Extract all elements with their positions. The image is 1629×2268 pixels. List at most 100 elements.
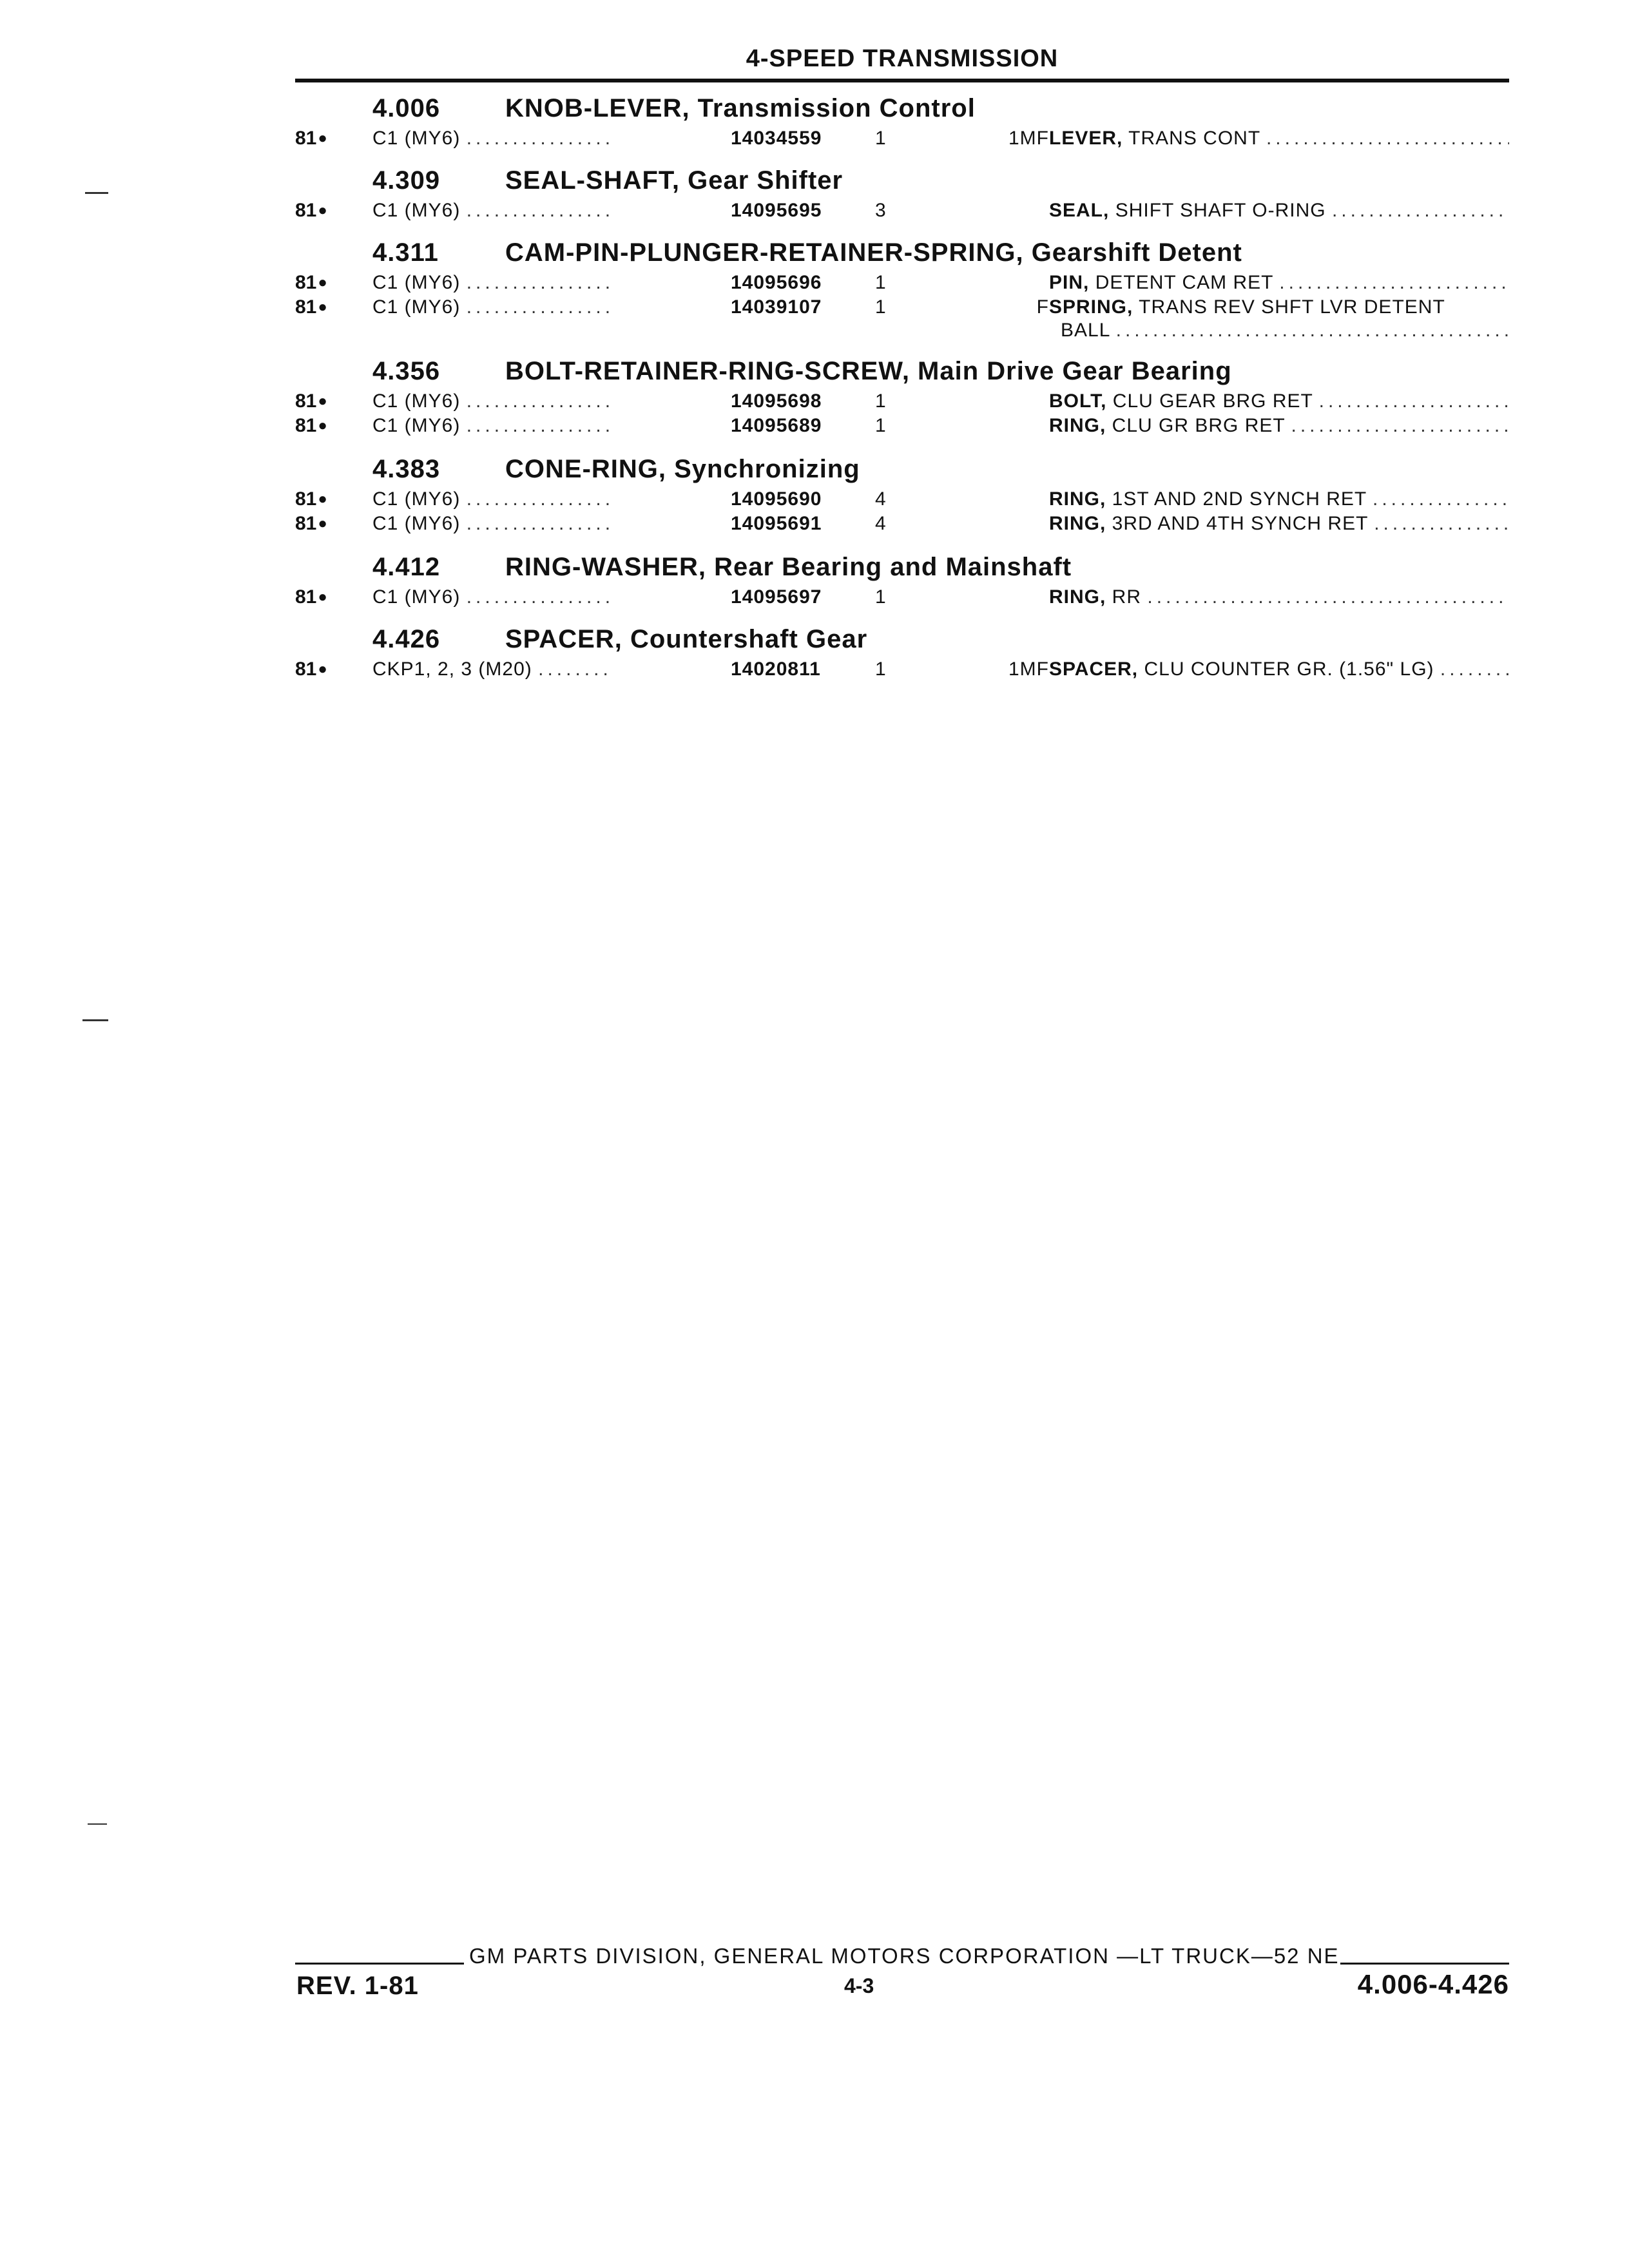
part-description: RING, 3RD AND 4TH SYNCH RET ............… (1049, 513, 1509, 534)
part-row: 81● CKP1, 2, 3 (M20) ...................… (295, 657, 1509, 682)
section-heading: 4.412 RING-WASHER, Rear Bearing and Main… (295, 548, 1509, 585)
page-title: 4-SPEED TRANSMISSION (746, 45, 1059, 72)
section-number: 4.426 (372, 625, 441, 653)
section-heading: 4.426 SPACER, Countershaft Gear (295, 620, 1509, 657)
part-description-continued: BALL ...................................… (1061, 320, 1509, 341)
page-number: 4-3 (844, 1974, 874, 1997)
part-description: PIN, DETENT CAM RET ....................… (1049, 272, 1509, 293)
quantity: 1 (875, 272, 887, 293)
model-applicability: C1 (MY6) ...............................… (372, 390, 612, 412)
part-description: LEVER, TRANS CONT ......................… (1049, 128, 1509, 149)
section-number: 4.309 (372, 166, 441, 195)
model-applicability: C1 (MY6) ...............................… (372, 586, 612, 608)
model-applicability: CKP1, 2, 3 (M20) .......................… (372, 658, 612, 680)
service-code: 1MF (1008, 658, 1049, 680)
part-row: 81● C1 (MY6) ...........................… (295, 585, 1509, 610)
part-description: BOLT, CLU GEAR BRG RET .................… (1049, 390, 1509, 412)
part-number: 14039107 (731, 296, 822, 318)
quantity: 1 (875, 390, 887, 412)
model-applicability: C1 (MY6) ...............................… (372, 272, 612, 293)
part-number: 14095698 (731, 390, 822, 412)
part-row: 81● C1 (MY6) ...........................… (295, 389, 1509, 414)
quantity: 3 (875, 200, 887, 221)
model-applicability: C1 (MY6) ...............................… (372, 488, 612, 510)
margin-mark (85, 192, 108, 194)
model-applicability: C1 (MY6) ...............................… (372, 296, 612, 318)
part-row: 81● C1 (MY6) ...........................… (295, 198, 1509, 223)
section-title: KNOB-LEVER, Transmission Control (505, 94, 976, 122)
quantity: 1 (875, 586, 887, 608)
model-year: 81● (295, 296, 327, 318)
section-title: CONE-RING, Synchronizing (505, 455, 860, 483)
model-year: 81● (295, 200, 327, 221)
section-heading: 4.309 SEAL-SHAFT, Gear Shifter (295, 161, 1509, 198)
part-row: 81● C1 (MY6) ...........................… (295, 512, 1509, 536)
catalog-section: 4.412 RING-WASHER, Rear Bearing and Main… (295, 548, 1509, 610)
model-applicability: C1 (MY6) ...............................… (372, 128, 612, 149)
catalog-section: 4.356 BOLT-RETAINER-RING-SCREW, Main Dri… (295, 352, 1509, 438)
part-row: 81● C1 (MY6) ...........................… (295, 487, 1509, 512)
part-description: SEAL, SHIFT SHAFT O-RING ...............… (1049, 200, 1509, 221)
part-description: SPACER, CLU COUNTER GR. (1.56" LG) .....… (1049, 658, 1509, 680)
model-applicability: C1 (MY6) ...............................… (372, 415, 612, 436)
part-number: 14095691 (731, 513, 822, 534)
revision-label: REV. 1-81 (296, 1972, 419, 2000)
quantity: 1 (875, 296, 887, 318)
catalog-section: 4.426 SPACER, Countershaft Gear 81● CKP1… (295, 620, 1509, 682)
section-heading: 4.356 BOLT-RETAINER-RING-SCREW, Main Dri… (295, 352, 1509, 389)
quantity: 4 (875, 513, 887, 534)
publisher-line: GM PARTS DIVISION, GENERAL MOTORS CORPOR… (469, 1944, 1340, 1968)
part-number: 14095690 (731, 488, 822, 510)
part-number: 14034559 (731, 128, 822, 149)
section-number: 4.006 (372, 94, 441, 122)
quantity: 1 (875, 658, 887, 680)
section-title: CAM-PIN-PLUNGER-RETAINER-SPRING, Gearshi… (505, 238, 1242, 267)
section-title: RING-WASHER, Rear Bearing and Mainshaft (505, 553, 1072, 581)
part-number: 14095697 (731, 586, 822, 608)
section-number: 4.383 (372, 455, 441, 483)
part-row: 81● C1 (MY6) ...........................… (295, 295, 1509, 343)
catalog-section: 4.006 KNOB-LEVER, Transmission Control 8… (295, 89, 1509, 151)
part-description: RING, RR ...............................… (1049, 586, 1509, 608)
part-description: SPRING, TRANS REV SHFT LVR DETENT (1049, 296, 1445, 318)
catalog-section: 4.383 CONE-RING, Synchronizing 81● C1 (M… (295, 450, 1509, 536)
section-number: 4.412 (372, 553, 441, 581)
section-heading: 4.383 CONE-RING, Synchronizing (295, 450, 1509, 487)
model-applicability: C1 (MY6) ...............................… (372, 200, 612, 221)
footer-rule-right (1340, 1963, 1509, 1965)
part-number: 14095695 (731, 200, 822, 221)
section-number: 4.356 (372, 357, 441, 385)
page-header: 4-SPEED TRANSMISSION (295, 40, 1509, 82)
model-year: 81● (295, 415, 327, 436)
model-year: 81● (295, 272, 327, 293)
section-title: SPACER, Countershaft Gear (505, 625, 868, 653)
model-year: 81● (295, 128, 327, 149)
section-title: SEAL-SHAFT, Gear Shifter (505, 166, 843, 195)
model-applicability: C1 (MY6) ...............................… (372, 513, 612, 534)
footer-rule-left (295, 1963, 464, 1965)
quantity: 1 (875, 128, 887, 149)
model-year: 81● (295, 513, 327, 534)
section-heading: 4.006 KNOB-LEVER, Transmission Control (295, 89, 1509, 126)
quantity: 4 (875, 488, 887, 510)
section-number: 4.311 (372, 238, 439, 267)
quantity: 1 (875, 415, 887, 436)
part-description: RING, CLU GR BRG RET ...................… (1049, 415, 1509, 436)
catalog-section: 4.311 CAM-PIN-PLUNGER-RETAINER-SPRING, G… (295, 233, 1509, 343)
service-code: F (1036, 296, 1049, 318)
part-row: 81● C1 (MY6) ...........................… (295, 414, 1509, 438)
section-heading: 4.311 CAM-PIN-PLUNGER-RETAINER-SPRING, G… (295, 233, 1509, 271)
part-number: 14020811 (731, 658, 821, 680)
footer-rule: GM PARTS DIVISION, GENERAL MOTORS CORPOR… (295, 1943, 1509, 1969)
service-code: 1MF (1008, 128, 1049, 149)
part-row: 81● C1 (MY6) ...........................… (295, 271, 1509, 295)
catalog-section: 4.309 SEAL-SHAFT, Gear Shifter 81● C1 (M… (295, 161, 1509, 223)
model-year: 81● (295, 488, 327, 510)
model-year: 81● (295, 390, 327, 412)
part-number: 14095696 (731, 272, 822, 293)
part-description: RING, 1ST AND 2ND SYNCH RET ............… (1049, 488, 1509, 510)
model-year: 81● (295, 586, 327, 608)
margin-mark (88, 1823, 107, 1825)
page-range: 4.006-4.426 (1357, 1969, 1509, 1999)
section-title: BOLT-RETAINER-RING-SCREW, Main Drive Gea… (505, 357, 1232, 385)
